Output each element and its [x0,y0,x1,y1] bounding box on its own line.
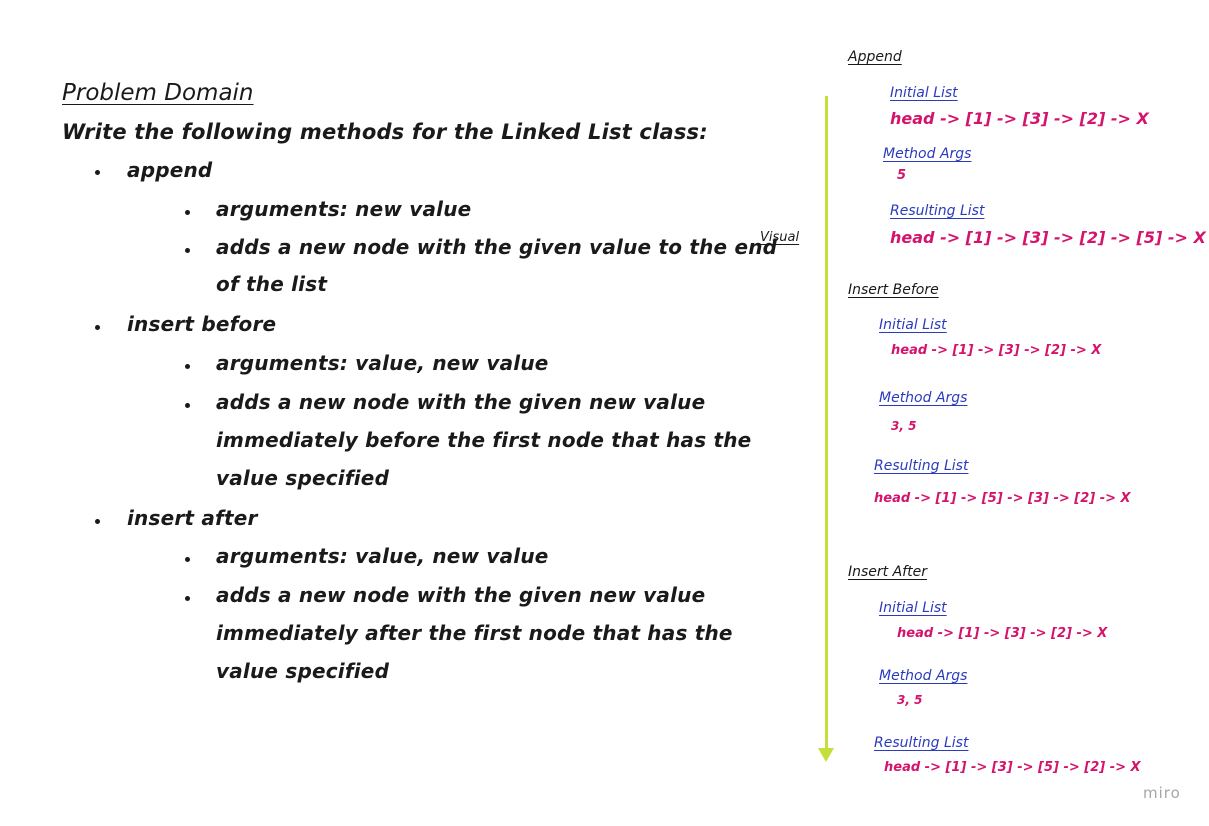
insert-before-description-line2: immediately before the first node that h… [216,428,752,452]
method-insert-before: insert before [127,312,277,336]
append-result-label: Resulting List [890,203,985,219]
bullet-dot [95,519,100,524]
insert-after-result-label: Resulting List [874,735,969,751]
append-initial-list: head -> [1] -> [3] -> [2] -> X [890,109,1149,128]
insert-before-section-title: Insert Before [848,282,939,298]
insert-after-arguments: arguments: value, new value [216,544,549,568]
insert-before-result-label: Resulting List [874,458,969,474]
append-section-title: Append [848,49,902,65]
insert-before-arguments: arguments: value, new value [216,351,549,375]
append-description-line1: adds a new node with the given value to … [216,235,778,259]
insert-after-description-line2: immediately after the first node that ha… [216,621,733,645]
insert-after-initial-label: Initial List [879,600,947,616]
insert-before-description-line3: value specified [216,466,390,490]
visual-label: Visual [760,230,800,245]
insert-before-args: 3, 5 [891,419,917,433]
method-append: append [127,158,213,182]
bullet-dot [95,325,100,330]
problem-intro: Write the following methods for the Link… [62,120,708,144]
flow-arrow-line [825,96,828,750]
flow-arrow-head [818,748,834,762]
insert-after-initial-list: head -> [1] -> [3] -> [2] -> X [897,626,1108,641]
miro-watermark: miro [1143,784,1181,802]
insert-before-result-list: head -> [1] -> [5] -> [3] -> [2] -> X [874,491,1131,506]
insert-after-args-label: Method Args [879,668,968,684]
insert-after-section-title: Insert After [848,564,927,580]
insert-after-args: 3, 5 [897,693,923,707]
bullet-dot [95,170,100,175]
insert-before-initial-list: head -> [1] -> [3] -> [2] -> X [891,343,1102,358]
bullet-dot [185,248,190,253]
insert-after-description-line1: adds a new node with the given new value [216,583,706,607]
insert-before-description-line1: adds a new node with the given new value [216,390,706,414]
append-result-list: head -> [1] -> [3] -> [2] -> [5] -> X [890,228,1206,247]
append-description-line2: of the list [216,272,328,296]
append-args: 5 [897,168,907,183]
insert-after-description-line3: value specified [216,659,390,683]
bullet-dot [185,596,190,601]
insert-before-initial-label: Initial List [879,317,947,333]
bullet-dot [185,210,190,215]
append-args-label: Method Args [883,146,972,162]
append-arguments: arguments: new value [216,197,472,221]
insert-before-args-label: Method Args [879,390,968,406]
bullet-dot [185,364,190,369]
insert-after-result-list: head -> [1] -> [3] -> [5] -> [2] -> X [884,760,1141,775]
method-insert-after: insert after [127,506,258,530]
append-initial-label: Initial List [890,85,958,101]
problem-domain-title: Problem Domain [62,80,254,106]
bullet-dot [185,557,190,562]
bullet-dot [185,403,190,408]
